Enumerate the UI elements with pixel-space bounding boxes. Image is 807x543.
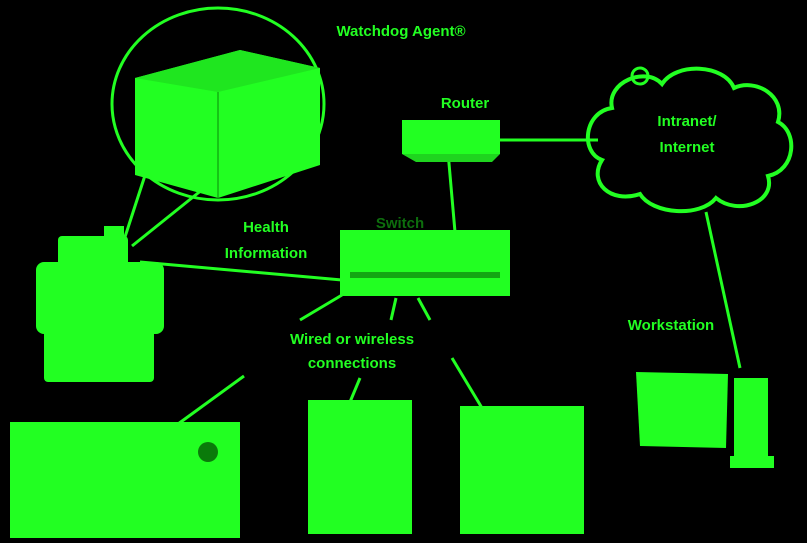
connections-label-line2: connections (266, 354, 438, 373)
cloud-label-line1: Intranet/ (632, 112, 742, 131)
link-machine-switch (140, 262, 342, 280)
link-agent-callout-right (132, 185, 208, 246)
machine-right-icon (460, 406, 584, 534)
link-right-machine-bottom (452, 358, 482, 408)
cloud-label-line2: Internet (632, 138, 742, 157)
machine-middle-icon (308, 400, 412, 534)
health-label-line2: Information (216, 244, 316, 263)
link-switch-middle-machine (391, 298, 396, 320)
link-router-switch (448, 152, 455, 232)
link-switch-left-machine (300, 295, 342, 320)
connections-label-line1: Wired or wireless (266, 330, 438, 349)
computer-icon (636, 372, 774, 468)
router-icon (402, 120, 500, 162)
switch-label: Switch (355, 214, 445, 233)
router-label: Router (420, 94, 510, 113)
link-switch-right-machine (418, 298, 430, 320)
health-label-line1: Health (216, 218, 316, 237)
cube-icon (135, 50, 320, 198)
link-cloud-workstation (706, 212, 740, 368)
workstation-label: Workstation (612, 316, 730, 335)
link-middle-machine-bottom (350, 378, 360, 402)
link-left-machine-bottom (178, 376, 244, 424)
industrial-machine-icon (36, 226, 164, 382)
watchdog-agent-label: Watchdog Agent® (326, 22, 476, 41)
network-switch-icon (340, 230, 510, 296)
machine-left-icon (10, 422, 240, 538)
